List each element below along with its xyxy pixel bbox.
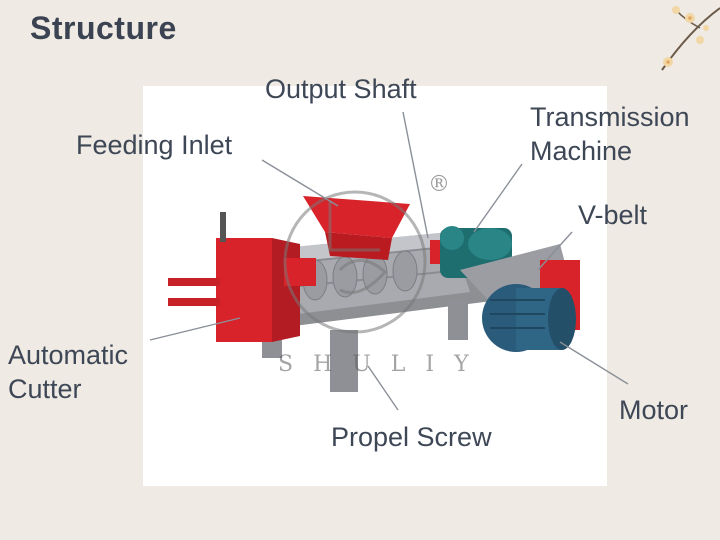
support-leg [330,330,358,392]
label-automatic-cutter: Automatic Cutter [8,338,128,406]
registered-mark: ® [428,172,450,197]
shuliy-logo-watermark [283,190,427,334]
label-motor: Motor [619,395,689,425]
cutter-block [216,238,272,342]
label-v-belt: V-belt [578,200,648,230]
label-automatic-line2: Cutter [8,374,82,404]
label-propel-screw: Propel Screw [331,422,492,452]
watermark-brand-text: SHULIY [278,352,489,377]
label-transmission-machine: Transmission Machine [530,100,690,168]
label-transmission-line1: Transmission [530,102,690,132]
label-transmission-line2: Machine [530,136,633,166]
page-title: Structure [30,10,177,46]
label-automatic-line1: Automatic [8,340,129,370]
label-feeding-inlet: Feeding Inlet [76,130,233,160]
label-output-shaft: Output Shaft [265,74,417,104]
motor [482,284,576,352]
pointer-lines [149,111,629,411]
